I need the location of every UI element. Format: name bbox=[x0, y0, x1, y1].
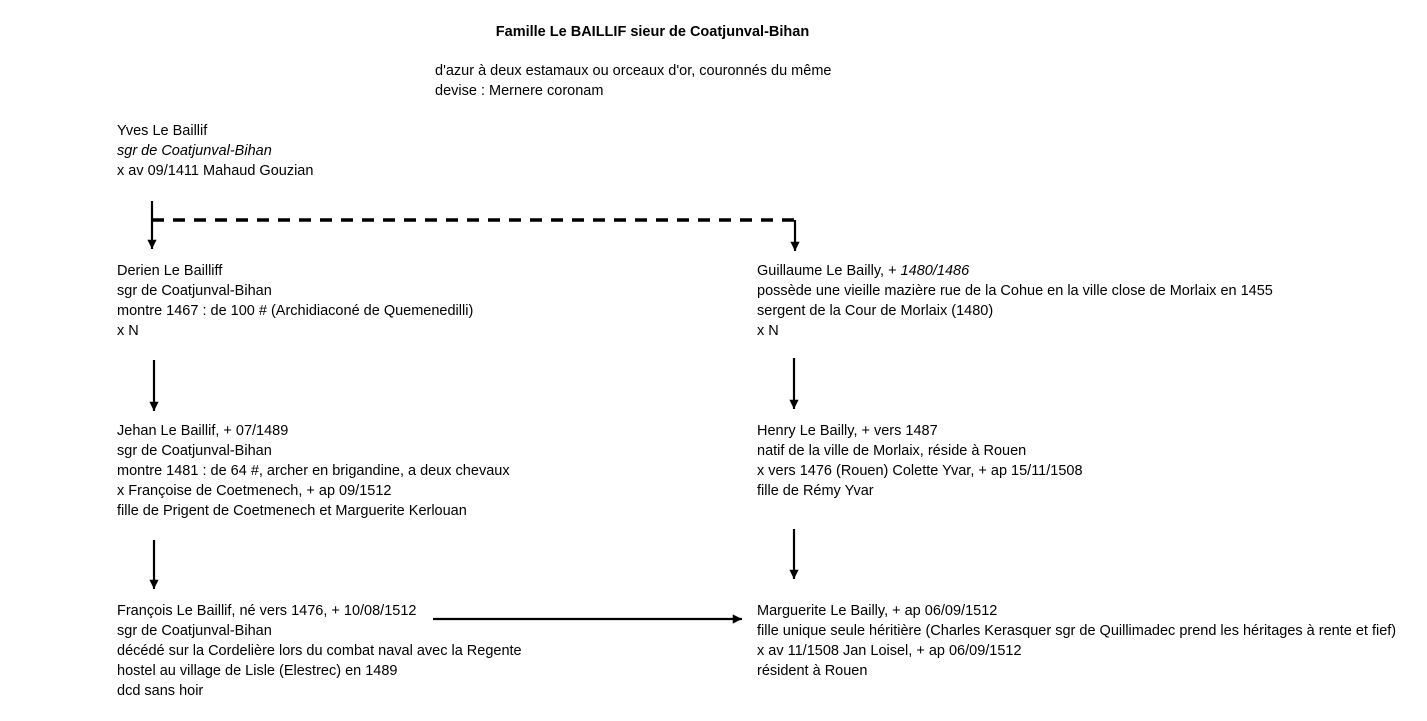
person-detail-line: x N bbox=[117, 323, 139, 339]
person-detail-line: montre 1481 : de 64 #, archer en brigand… bbox=[117, 463, 510, 479]
person-detail-line: x av 11/1508 Jan Loisel, + ap 06/09/1512 bbox=[757, 643, 1022, 659]
person-detail-line: Guillaume Le Bailly, + 1480/1486 bbox=[757, 263, 970, 279]
person-detail-line: Jehan Le Baillif, + 07/1489 bbox=[117, 423, 289, 439]
person-detail-line: dcd sans hoir bbox=[117, 683, 204, 699]
person-block-henry-le-bailly: Henry Le Bailly, + vers 1487 natif de la … bbox=[757, 421, 1083, 501]
person-detail-line: Yves Le Baillif bbox=[117, 123, 208, 139]
person-detail-line: sgr de Coatjunval-Bihan bbox=[117, 283, 272, 299]
person-detail-line: x av 09/1411 Mahaud Gouzian bbox=[117, 163, 314, 179]
person-detail-line: décédé sur la Cordelière lors du combat … bbox=[117, 643, 522, 659]
blazon-text: d'azur à deux estamaux ou orceaux d'or, … bbox=[435, 63, 832, 79]
person-detail-line: x Françoise de Coetmenech, + ap 09/1512 bbox=[117, 483, 392, 499]
person-detail-line: sgr de Coatjunval-Bihan bbox=[117, 443, 272, 459]
person-detail-line: fille unique seule héritière (Charles Ke… bbox=[757, 623, 1397, 639]
person-block-guillaume-le-bailly: Guillaume Le Bailly, + 1480/1486 possède … bbox=[757, 261, 1273, 341]
person-detail-line: sergent de la Cour de Morlaix (1480) bbox=[757, 303, 994, 319]
person-detail-line: natif de la ville de Morlaix, réside à R… bbox=[757, 443, 1027, 459]
page-title: Famille Le BAILLIF sieur de Coatjunval-B… bbox=[495, 24, 810, 40]
person-block-yves-le-baillif: Yves Le Baillif sgr de Coatjunval-Bihan x … bbox=[117, 121, 313, 181]
person-detail-line: François Le Baillif, né vers 1476, + 10/… bbox=[117, 603, 417, 619]
person-block-marguerite-le-bailly: Marguerite Le Bailly, + ap 06/09/1512 fil… bbox=[757, 601, 1396, 681]
person-detail-line: possède une vieille mazière rue de la Co… bbox=[757, 283, 1273, 299]
person-block-francois-le-baillif: François Le Baillif, né vers 1476, + 10/… bbox=[117, 601, 522, 701]
person-detail-line: hostel au village de Lisle (Elestrec) en… bbox=[117, 663, 398, 679]
person-detail-line: x N bbox=[757, 323, 779, 339]
person-block-derien-le-bailliff: Derien Le Bailliff sgr de Coatjunval-Biha… bbox=[117, 261, 473, 341]
person-detail-line: fille de Rémy Yvar bbox=[757, 483, 874, 499]
person-detail-line: Marguerite Le Bailly, + ap 06/09/1512 bbox=[757, 603, 998, 619]
person-block-jehan-le-baillif: Jehan Le Baillif, + 07/1489 sgr de Coatju… bbox=[117, 421, 510, 521]
person-detail-line: montre 1467 : de 100 # (Archidiaconé de … bbox=[117, 303, 474, 319]
person-detail-line: x vers 1476 (Rouen) Colette Yvar, + ap 1… bbox=[757, 463, 1083, 479]
person-detail-line: Derien Le Bailliff bbox=[117, 263, 223, 279]
person-detail-line: résident à Rouen bbox=[757, 663, 868, 679]
person-detail-line: Henry Le Bailly, + vers 1487 bbox=[757, 423, 938, 439]
person-detail-line: fille de Prigent de Coetmenech et Margue… bbox=[117, 503, 467, 519]
person-detail-line: sgr de Coatjunval-Bihan bbox=[117, 623, 272, 639]
devise-text: devise : Mernere coronam bbox=[435, 83, 604, 99]
person-detail-line: sgr de Coatjunval-Bihan bbox=[117, 143, 272, 159]
